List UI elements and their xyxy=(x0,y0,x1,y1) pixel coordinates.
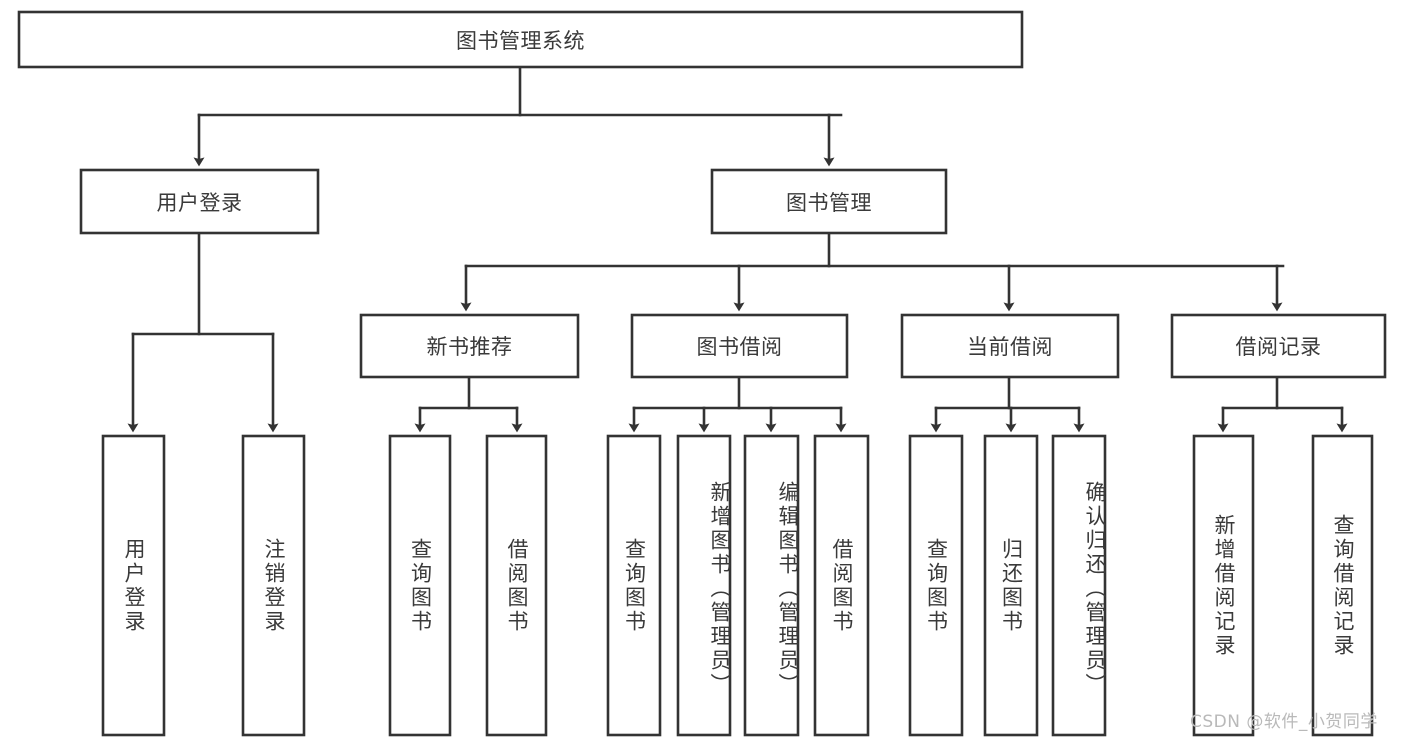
node-box-leaf-borrow-book-2[interactable] xyxy=(813,434,870,737)
connector-userlogin-to-leaves xyxy=(127,231,279,433)
connector-root-to-level1 xyxy=(193,65,843,167)
node-box-book-borrow[interactable] xyxy=(630,313,849,379)
node-box-leaf-user-login[interactable] xyxy=(101,434,166,737)
node-box-leaf-edit-book[interactable] xyxy=(743,434,800,737)
node-box-leaf-query-record[interactable] xyxy=(1311,434,1374,737)
node-box-book-manage[interactable] xyxy=(710,168,948,235)
node-box-leaf-borrow-book-1[interactable] xyxy=(485,434,548,737)
connector-newbook-to-leaves xyxy=(414,375,523,433)
connector-bookmanage-to-level2 xyxy=(460,231,1285,312)
node-box-leaf-confirm-return[interactable] xyxy=(1051,434,1107,737)
csdn-watermark: CSDN @软件_小贺同学 xyxy=(1190,712,1378,732)
node-box-current-borrow[interactable] xyxy=(900,313,1120,379)
connector-bookborrow-to-leaves xyxy=(628,375,847,433)
node-box-root[interactable] xyxy=(17,10,1024,69)
node-box-user-login[interactable] xyxy=(79,168,320,235)
node-box-leaf-return-book[interactable] xyxy=(983,434,1039,737)
node-box-new-book-recommend[interactable] xyxy=(359,313,580,379)
node-box-leaf-query-book-3[interactable] xyxy=(908,434,964,737)
node-box-leaf-add-record[interactable] xyxy=(1192,434,1255,737)
connector-currentborrow-to-leaves xyxy=(930,375,1085,433)
node-box-leaf-logout-login[interactable] xyxy=(241,434,306,737)
node-box-leaf-query-book-2[interactable] xyxy=(606,434,662,737)
connector-borrowrecord-to-leaves xyxy=(1217,375,1348,433)
node-box-leaf-add-book[interactable] xyxy=(676,434,732,737)
node-box-borrow-record[interactable] xyxy=(1170,313,1387,379)
node-box-leaf-query-book-1[interactable] xyxy=(388,434,452,737)
